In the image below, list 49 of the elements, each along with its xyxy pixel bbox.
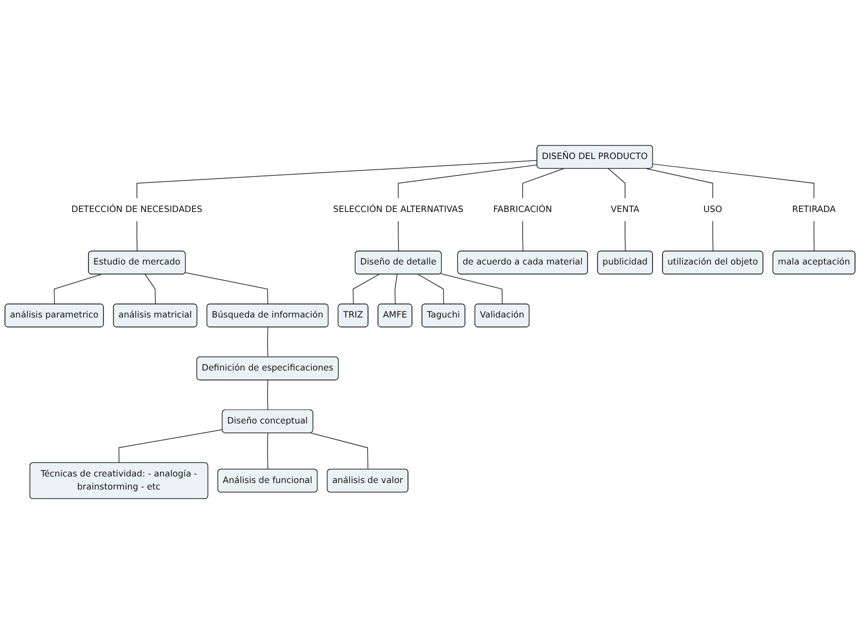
concept-box: Taguchi — [422, 304, 466, 328]
concept-box: AMFE — [378, 304, 412, 328]
concept-box: análisis de valor — [326, 468, 408, 493]
concept-box: DISEÑO DEL PRODUCTO — [536, 144, 653, 169]
heading-text: DETECCIÓN DE NECESIDADES — [71, 204, 202, 214]
connector-line — [624, 220, 626, 252]
concept-box: Búsqueda de información — [206, 304, 329, 328]
concept-box: Validación — [474, 304, 530, 328]
concept-box: Diseño de detalle — [354, 250, 442, 274]
connector-line — [522, 168, 564, 199]
heading-text: RETIRADA — [792, 204, 836, 214]
concept-box: Estudio de mercado — [88, 250, 186, 274]
concept-box: Definición de especificaciones — [196, 356, 339, 380]
concept-box: Técnicas de creatividad: - analogía -brainstorming - etc — [30, 462, 208, 500]
connector-line — [712, 220, 714, 252]
concept-box: mala aceptación — [772, 250, 856, 274]
connector-line — [118, 429, 223, 464]
connector-line — [144, 274, 156, 305]
concept-box: análisis parametrico — [4, 304, 104, 328]
concept-box: TRIZ — [338, 304, 368, 328]
connector-line — [267, 432, 268, 470]
connector-line — [652, 164, 814, 199]
concept-box: análisis matricial — [113, 304, 198, 328]
connector-line — [418, 274, 444, 305]
connector-line — [184, 272, 268, 305]
connector-line — [136, 220, 138, 252]
connector-line — [522, 220, 524, 252]
heading-text: FABRICACIÓN — [493, 204, 552, 214]
connector-line — [394, 274, 398, 305]
connector-line — [398, 220, 399, 252]
heading-text: USO — [703, 204, 722, 214]
connector-line — [54, 274, 102, 305]
concept-box: utilización del objeto — [662, 250, 764, 274]
connector-line — [398, 164, 538, 199]
concept-box: de acuerdo a cada material — [457, 250, 588, 274]
connector-line — [608, 168, 626, 199]
concept-box: publicidad — [597, 250, 653, 274]
connector-line — [267, 380, 268, 410]
connector-line — [814, 220, 815, 252]
heading-text: VENTA — [610, 204, 640, 214]
connector-line — [352, 274, 380, 305]
connector-line — [310, 432, 368, 470]
connector-line — [267, 326, 268, 358]
heading-text: SELECCIÓN DE ALTERNATIVAS — [333, 204, 464, 214]
connector-line — [646, 168, 714, 199]
concept-box: Diseño conceptual — [222, 409, 314, 434]
connector-line — [440, 273, 503, 305]
connector-line — [136, 160, 538, 199]
concept-box: Análisis de funcional — [217, 468, 318, 493]
